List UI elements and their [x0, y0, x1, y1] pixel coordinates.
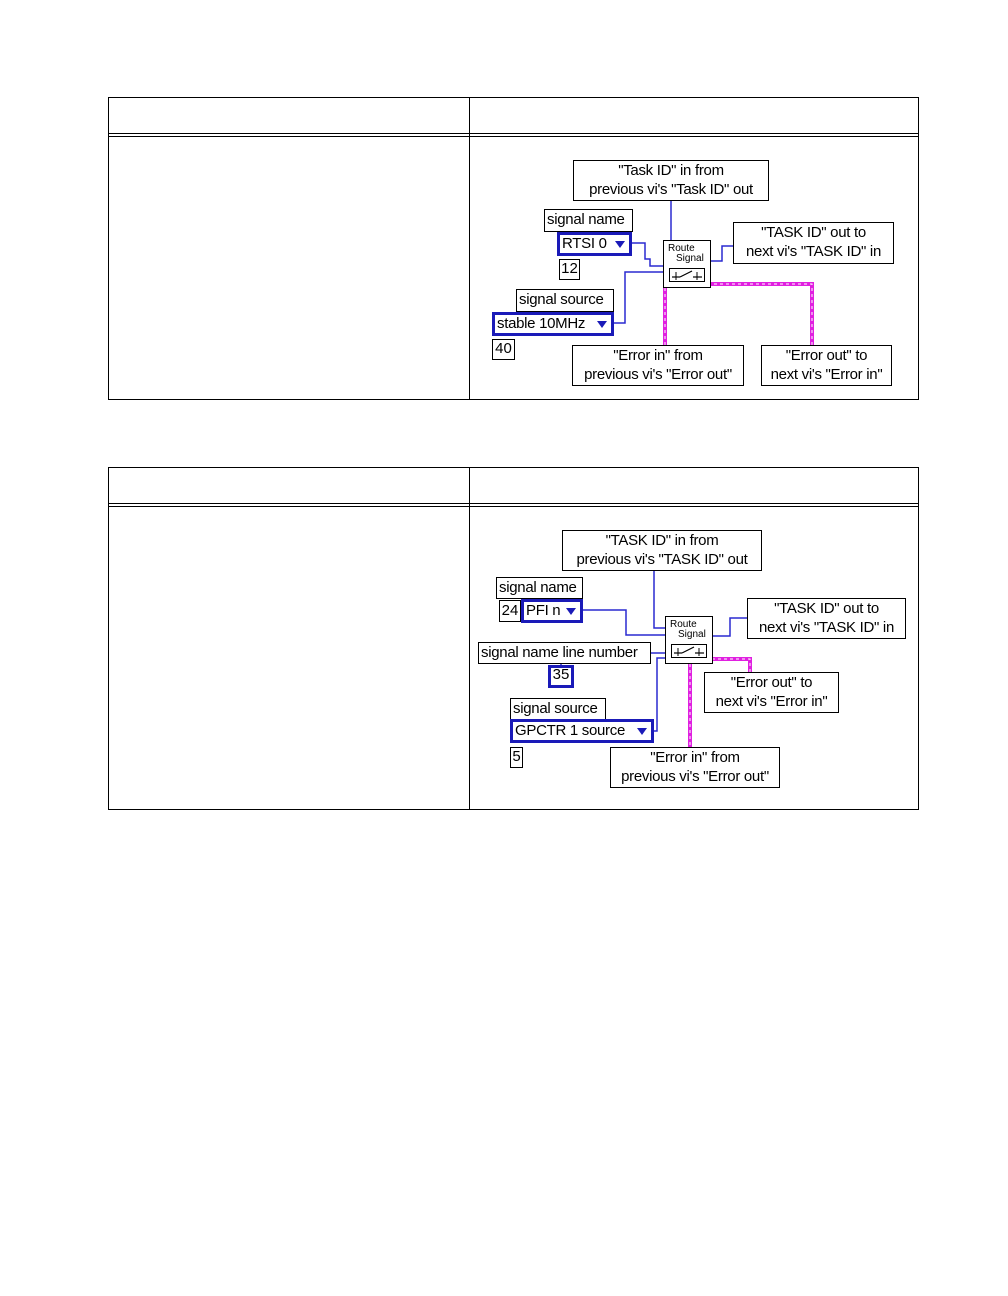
signal-source-code: 40 [492, 339, 515, 360]
signal-source-label: signal source [516, 289, 614, 312]
table-1-column-divider [469, 98, 470, 399]
route-signal-label-line-1: Route [668, 243, 695, 254]
table-2-header-rule [109, 503, 918, 507]
dropdown-arrow-icon [566, 608, 576, 615]
signal-name-dropdown[interactable]: PFI n [521, 599, 583, 623]
signal-name-code: 12 [559, 259, 580, 280]
diagram-2-wires [560, 570, 752, 747]
signal-name-label: signal name [496, 577, 583, 599]
table-2 [108, 467, 919, 810]
table-2-column-divider [469, 468, 470, 809]
signal-name-label: signal name [544, 209, 633, 232]
signal-source-value: GPCTR 1 source [515, 722, 625, 739]
signal-source-dropdown[interactable]: GPCTR 1 source [510, 719, 654, 743]
line-number-input[interactable]: 35 [548, 665, 574, 688]
dropdown-arrow-icon [615, 241, 625, 248]
table-1 [108, 97, 919, 400]
route-signal-vi-icon: Route Signal [663, 240, 711, 288]
signal-source-code: 5 [510, 747, 523, 768]
signal-name-line-number-label: signal name line number [478, 642, 651, 664]
signal-source-value: stable 10MHz [497, 315, 586, 332]
dropdown-arrow-icon [597, 321, 607, 328]
signal-source-dropdown[interactable]: stable 10MHz [492, 312, 614, 336]
route-signal-label-line-1: Route [670, 619, 697, 630]
signal-name-code: 24 [499, 600, 521, 622]
signal-name-dropdown[interactable]: RTSI 0 [557, 232, 632, 256]
signal-name-value: PFI n [526, 602, 561, 619]
route-signal-label-line-2: Signal [678, 629, 706, 640]
switch-icon [671, 644, 707, 658]
table-1-header-rule [109, 133, 918, 137]
dropdown-arrow-icon [637, 728, 647, 735]
route-signal-vi-icon: Route Signal [665, 616, 713, 664]
switch-icon [669, 268, 705, 282]
signal-name-value: RTSI 0 [562, 235, 607, 252]
route-signal-label-line-2: Signal [676, 253, 704, 264]
signal-source-label: signal source [510, 698, 606, 720]
